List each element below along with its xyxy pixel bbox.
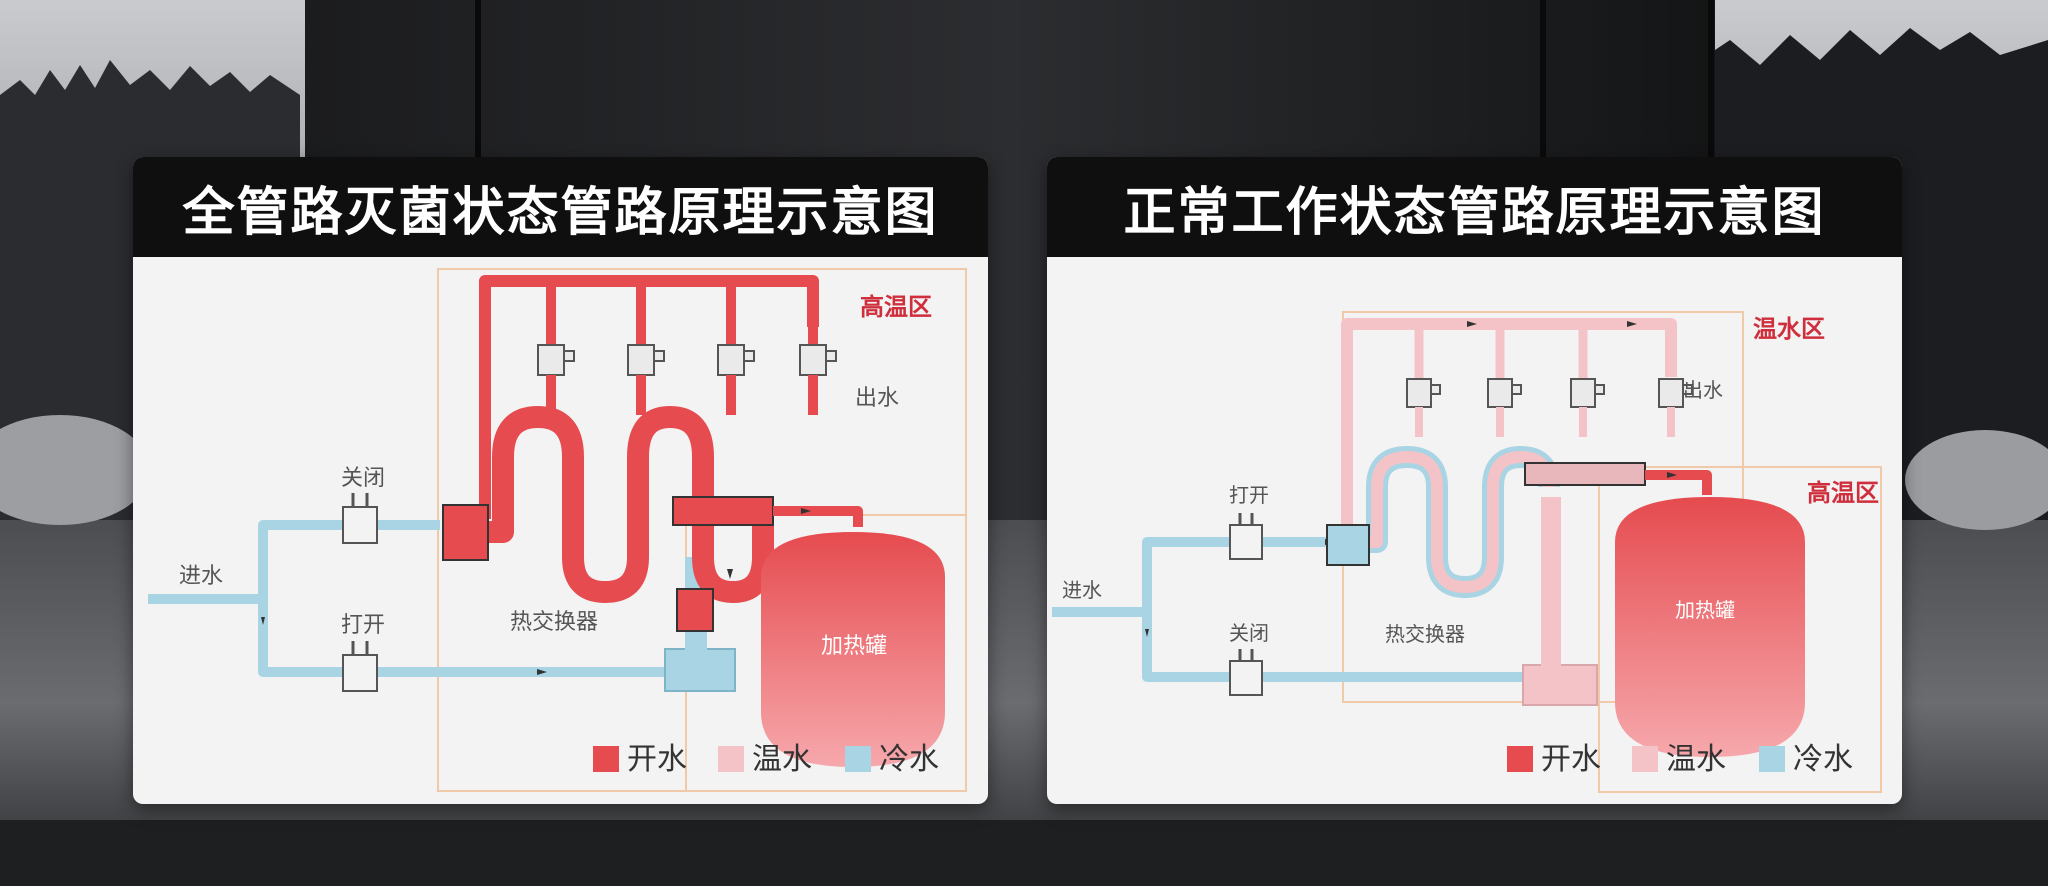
hot-pipe-to-tank: [773, 506, 863, 527]
panel-normal-operation: 正常工作状态管路原理示意图: [1047, 157, 1902, 804]
cold-branch-lower: [1142, 612, 1527, 682]
diagram-normal-operation: 温水区 出水 高温区 进水 打开 关闭 热交换器 加热罐 开水 温水 冷水: [1052, 311, 1882, 793]
faucet-icon: [1570, 378, 1605, 437]
faucet-icon: [627, 344, 665, 415]
fridge-gap-2: [1540, 0, 1546, 160]
legend-label-cold: 冷水: [1793, 742, 1853, 777]
tank-label: 加热罐: [821, 634, 887, 659]
hot-manifold-pipe: [479, 275, 819, 519]
valve-status-top: 打开: [1229, 483, 1269, 507]
valve-icon: [1229, 649, 1263, 696]
inlet-label: 进水: [1062, 578, 1102, 602]
legend-label-hot: 开水: [627, 742, 687, 777]
valve-icon: [342, 493, 378, 544]
flow-arrow: [261, 617, 265, 625]
tank-label: 加热罐: [1675, 598, 1735, 622]
warm-junction-stem: [1541, 497, 1561, 672]
legend-label-hot: 开水: [1541, 742, 1601, 777]
panel-title-sterilization: 全管路灭菌状态管路原理示意图: [133, 157, 988, 257]
hot-pipe-to-tank: [1645, 470, 1712, 495]
flow-arrow: [727, 569, 733, 579]
legend-swatch-hot: [593, 746, 619, 772]
heat-exchanger-label: 热交换器: [1385, 622, 1465, 646]
faucet-icon: [1658, 378, 1693, 437]
rock-left: [0, 415, 150, 525]
legend-label-warm: 温水: [752, 742, 812, 777]
cold-branch-upper: [1142, 537, 1352, 612]
high-temp-zone-border: [1598, 466, 1882, 793]
exchanger-inlet-block: [1326, 524, 1370, 566]
legend-label-warm: 温水: [1666, 742, 1726, 777]
legend-swatch-cold: [1759, 746, 1785, 772]
floor-reflection: [0, 820, 2048, 886]
outlet-label: 出水: [855, 386, 899, 411]
outlet-label: 出水: [1683, 378, 1723, 402]
legend-swatch-cold: [845, 746, 871, 772]
legend-swatch-hot: [1507, 746, 1533, 772]
legend: 开水 温水 冷水: [593, 742, 939, 777]
exchanger-top-block: [672, 496, 774, 526]
flow-arrow: [1467, 321, 1477, 327]
exchanger-outlet-block: [676, 588, 714, 632]
flow-arrow: [1667, 472, 1677, 478]
valve-status-bottom: 打开: [341, 613, 385, 638]
warm-manifold-pipe: [1341, 318, 1677, 542]
cold-branch-lower: [258, 599, 678, 677]
legend-label-cold: 冷水: [879, 742, 939, 777]
exchanger-inlet-block: [442, 504, 489, 561]
legend-swatch-warm: [718, 746, 744, 772]
flow-arrow: [1627, 321, 1637, 327]
exchanger-top-block: [1524, 462, 1646, 486]
valve-icon: [1229, 513, 1263, 560]
heating-tank: [761, 532, 945, 767]
valve-status-top: 关闭: [341, 466, 385, 491]
heat-exchanger-coil: [473, 406, 774, 603]
fridge-gap-1: [475, 0, 481, 160]
heat-exchanger-coil-outer: [1363, 446, 1560, 598]
rock-right: [1905, 430, 2048, 530]
cold-branch-upper: [258, 520, 440, 599]
heating-tank: [1615, 497, 1805, 757]
faucet-icon: [1406, 378, 1441, 437]
legend-swatch-warm: [1632, 746, 1658, 772]
high-temp-zone-label: 高温区: [860, 293, 932, 321]
flow-arrow: [801, 508, 811, 514]
faucet-icon: [799, 344, 837, 415]
flow-arrow: [537, 669, 547, 675]
valve-icon: [342, 641, 378, 692]
flow-arrow: [1145, 629, 1149, 637]
faucet-icon: [717, 344, 755, 415]
panel-sterilization: 全管路灭菌状态管路原理示意图: [133, 157, 988, 804]
diagram-sterilization: 高温区 出水 进水 关闭 打开 热交换器 加热罐 开水 温水 冷水: [148, 268, 967, 792]
heat-exchanger-coil-inner: [1363, 451, 1555, 593]
heat-exchanger-label: 热交换器: [510, 610, 598, 635]
valve-status-bottom: 关闭: [1229, 621, 1269, 645]
high-temp-zone-label: 高温区: [1807, 479, 1879, 507]
faucet-icon: [1487, 378, 1522, 437]
legend: 开水 温水 冷水: [1507, 742, 1853, 777]
inlet-label: 进水: [179, 564, 223, 589]
panel-title-normal-operation: 正常工作状态管路原理示意图: [1047, 157, 1902, 257]
faucet-icon: [537, 344, 575, 415]
fridge-gap-3: [1708, 0, 1714, 160]
warm-zone-label: 温水区: [1753, 315, 1825, 343]
